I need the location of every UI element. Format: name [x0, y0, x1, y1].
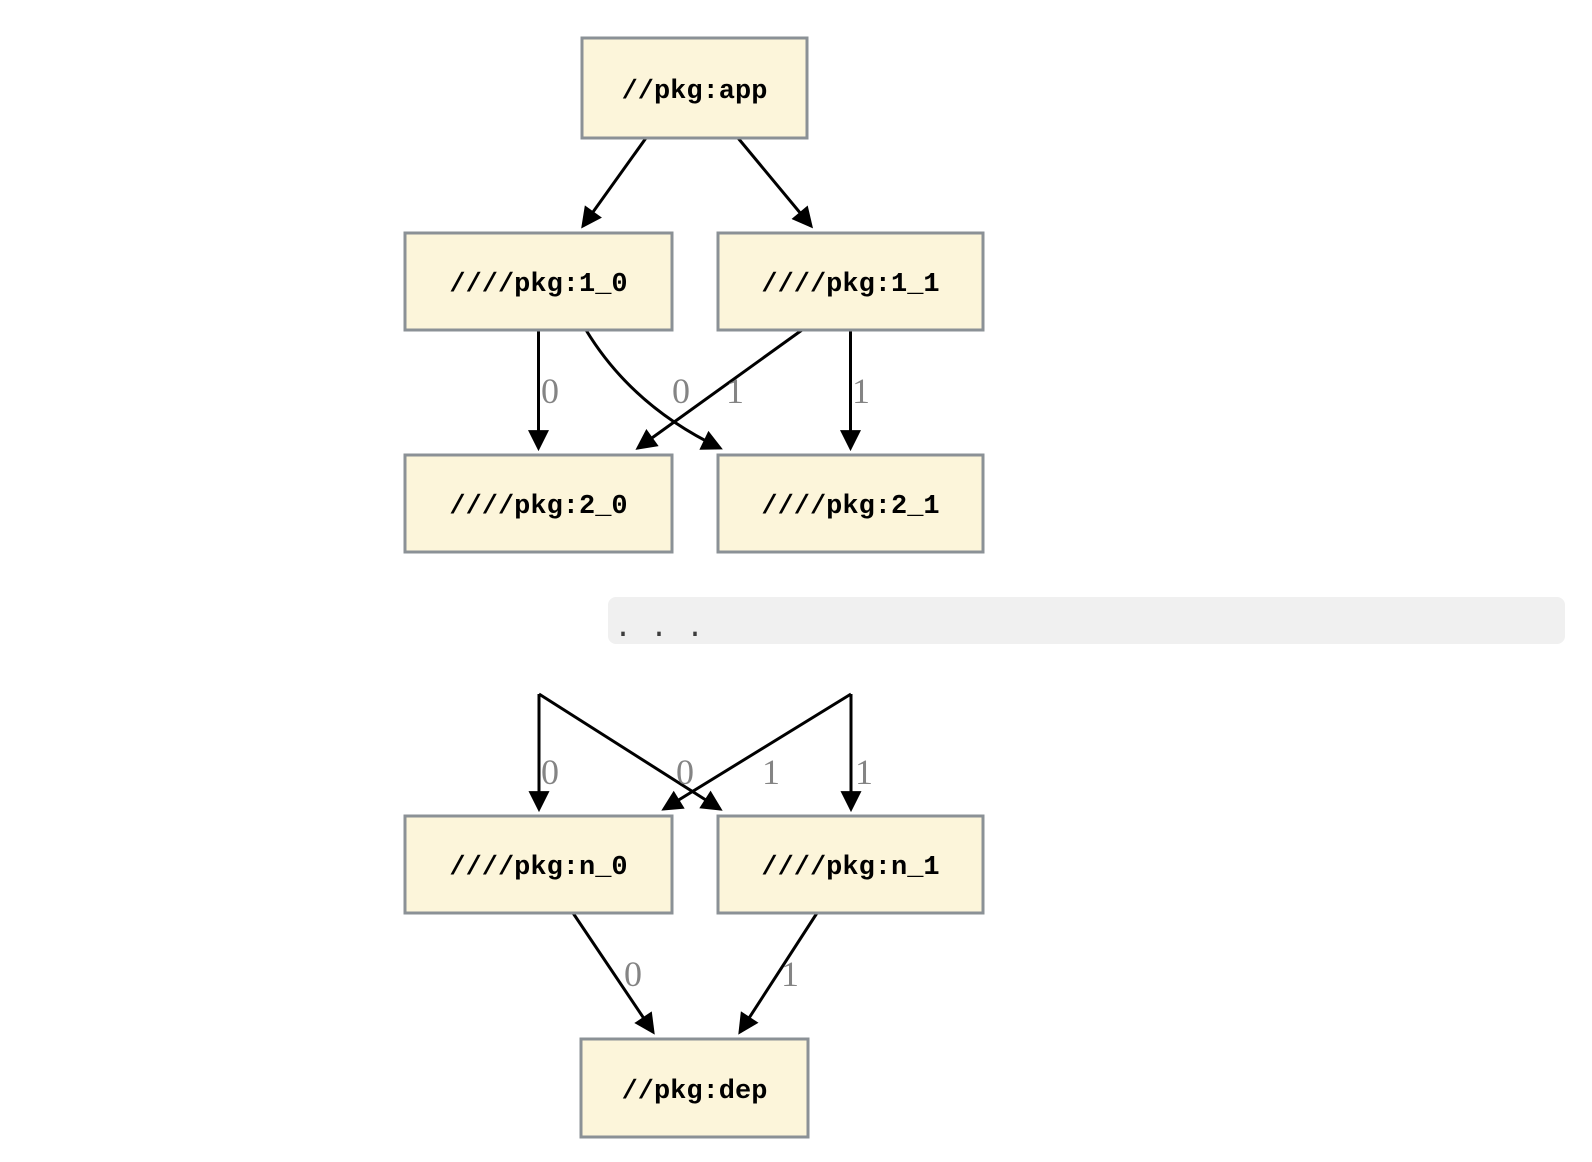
node-dep: //pkg:dep [579, 1037, 810, 1139]
edge-elided-to-n-1-cross [538, 692, 723, 811]
node-n-0-box [403, 814, 674, 915]
node-app-label: //pkg:app [622, 77, 768, 107]
node-dep-box [579, 1037, 810, 1139]
node-2-1: ////pkg:2_1 [716, 453, 985, 554]
node-n-1-label: ////pkg:n_1 [761, 853, 939, 883]
edge-label-elided-to-n-0-straight: 0 [541, 752, 559, 792]
node-2-0: ////pkg:2_0 [403, 453, 674, 554]
node-2-1-box [716, 453, 985, 554]
node-2-0-box [403, 453, 674, 554]
node-n-1: ////pkg:n_1 [716, 814, 985, 915]
edge-1-0-to-2-1 [584, 329, 723, 450]
edge-label-n-1-to-dep: 1 [781, 954, 799, 994]
edge-label-elided-to-n-0-cross: 0 [676, 752, 694, 792]
edge-app-to-1-0 [581, 137, 648, 229]
edge-label-1-0-to-2-0: 0 [541, 371, 559, 411]
elision-dots: . . . [614, 612, 704, 646]
node-1-0-box [403, 231, 674, 332]
edge-label-n-0-to-dep: 0 [624, 954, 642, 994]
node-dep-label: //pkg:dep [622, 1077, 768, 1107]
node-1-0-label: ////pkg:1_0 [449, 270, 627, 300]
elision-band [608, 597, 1565, 644]
edge-label-elided-to-n-1-cross: 1 [762, 752, 780, 792]
node-1-1-label: ////pkg:1_1 [761, 270, 939, 300]
node-1-1-box [716, 231, 985, 332]
node-2-0-label: ////pkg:2_0 [449, 492, 627, 522]
edge-n-0-to-dep [571, 912, 655, 1035]
edge-n-1-to-dep [738, 912, 819, 1035]
edge-app-to-1-1 [736, 137, 814, 229]
edge-label-elided-to-n-1-straight: 1 [855, 752, 873, 792]
edge-elided-to-n-0-cross [661, 692, 852, 811]
node-n-0: ////pkg:n_0 [403, 814, 674, 915]
node-1-1: ////pkg:1_1 [716, 231, 985, 332]
edge-label-1-1-to-2-0: 0 [672, 371, 690, 411]
edge-label-1-1-to-2-1: 1 [852, 371, 870, 411]
edge-1-1-to-2-0 [635, 328, 803, 450]
node-n-0-label: ////pkg:n_0 [449, 853, 627, 883]
node-2-1-label: ////pkg:2_1 [761, 492, 939, 522]
node-1-0: ////pkg:1_0 [403, 231, 674, 332]
node-app-box [580, 36, 809, 140]
node-app: //pkg:app [580, 36, 809, 140]
edge-label-1-0-to-2-1: 1 [726, 371, 744, 411]
node-n-1-box [716, 814, 985, 915]
